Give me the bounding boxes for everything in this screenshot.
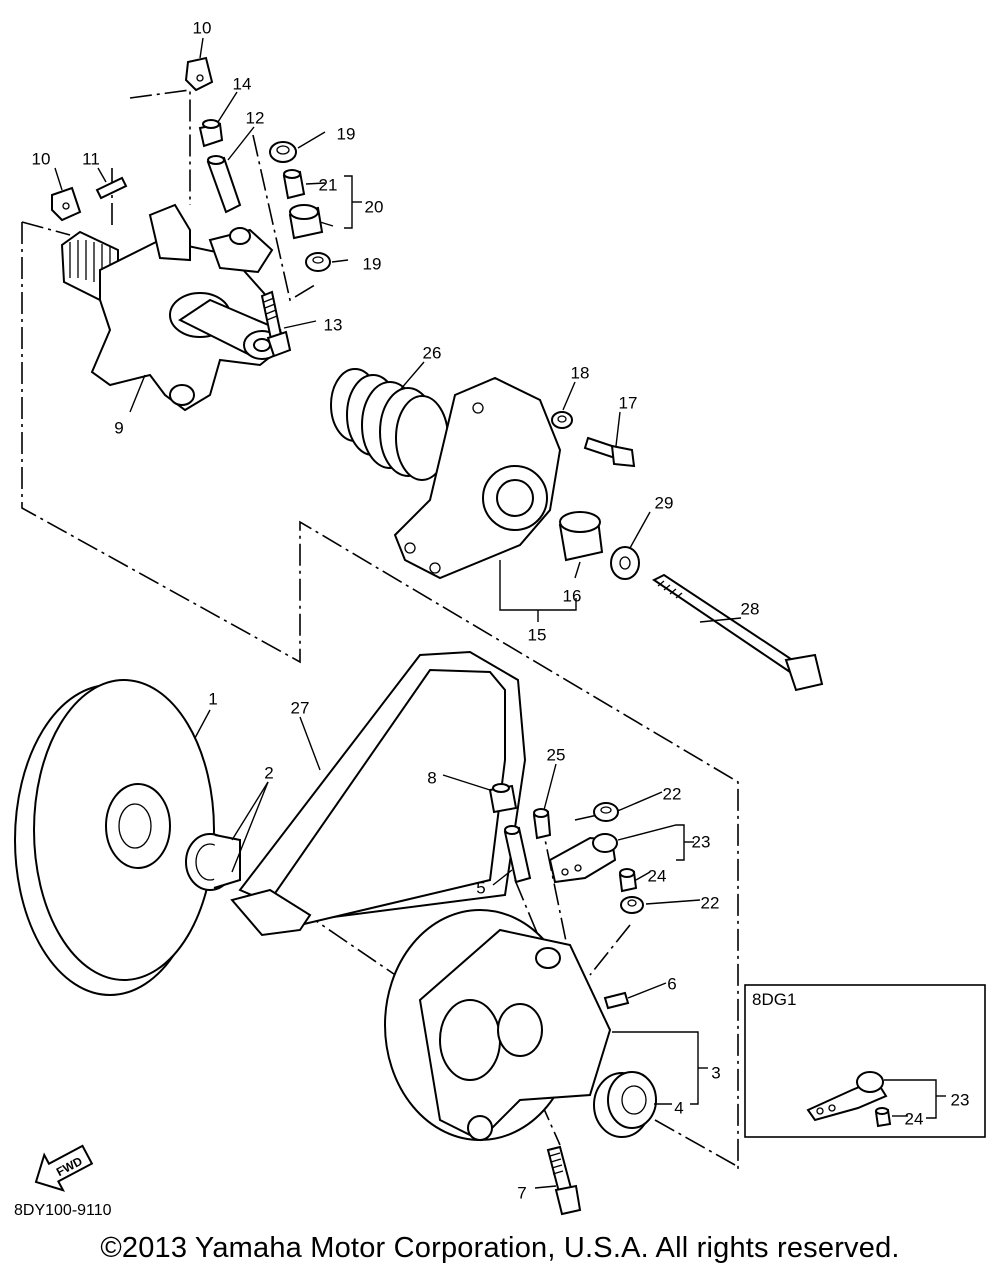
callout-19: 19	[363, 254, 382, 273]
collar-part-12	[206, 155, 242, 214]
spring-part-26	[330, 368, 449, 481]
pin-part-11	[95, 176, 128, 200]
nut-part-14	[198, 119, 224, 148]
callout-29: 29	[655, 493, 674, 512]
callout-24: 24	[905, 1109, 924, 1128]
callout-24: 24	[648, 866, 667, 885]
forward-arrow-icon: FWD	[34, 1144, 94, 1192]
callout-10: 10	[32, 149, 51, 168]
callout-15: 15	[528, 625, 547, 644]
collar-part-2	[185, 833, 241, 891]
callout-9: 9	[114, 418, 123, 437]
roller-part-24	[618, 868, 638, 893]
weight-arm-part-23	[548, 833, 618, 884]
callout-22: 22	[701, 893, 720, 912]
callout-14: 14	[233, 74, 252, 93]
callout-18: 18	[571, 363, 590, 382]
callout-7: 7	[517, 1183, 526, 1202]
screw-part-25	[532, 808, 552, 840]
bolt-part-13	[260, 290, 292, 358]
copyright-notice: ©2013 Yamaha Motor Corporation, U.S.A. A…	[100, 1232, 900, 1264]
callout-11: 11	[82, 149, 100, 168]
bushing-part-16	[558, 511, 604, 562]
washer-part-22-top	[593, 802, 619, 822]
callout-12: 12	[246, 108, 265, 127]
fixed-sheave-part-1	[14, 679, 215, 996]
callout-28: 28	[741, 599, 760, 618]
nut-part-8	[488, 783, 518, 814]
callout-2: 2	[264, 763, 273, 782]
weight-part-10-left	[51, 186, 82, 222]
callout-26: 26	[423, 343, 442, 362]
drive-belt-part-27	[230, 650, 527, 937]
bolt-part-17	[583, 436, 636, 468]
callout-21: 21	[319, 175, 338, 194]
weight-part-10-top	[184, 56, 214, 92]
callout-23: 23	[951, 1090, 970, 1109]
callout-22: 22	[663, 784, 682, 803]
collar-part-5	[503, 825, 532, 884]
assembly-guide-lines	[21, 89, 739, 1172]
washer-part-19-bottom	[305, 252, 331, 272]
washer-part-29	[610, 546, 640, 580]
bushing-part-20	[288, 204, 324, 240]
bushing-part-4	[593, 1071, 657, 1138]
spider-cover-part-15	[393, 376, 562, 580]
leader-lines	[54, 37, 946, 1189]
callout-4: 4	[674, 1098, 683, 1117]
inset-title: 8DG1	[752, 990, 796, 1009]
callout-5: 5	[476, 878, 485, 897]
movable-sheave-part-3	[384, 909, 612, 1142]
callout-25: 25	[547, 745, 566, 764]
washer-part-18	[551, 411, 573, 429]
callout-17: 17	[619, 393, 638, 412]
callout-16: 16	[563, 586, 582, 605]
bolt-part-7	[546, 1145, 582, 1216]
bolt-part-28	[652, 573, 824, 692]
callout-10: 10	[193, 18, 212, 37]
screw-part-6	[603, 991, 630, 1010]
inset-8DG1: 8DG1	[744, 984, 986, 1138]
callout-20: 20	[365, 197, 384, 216]
spider-hub-part-9	[60, 203, 287, 412]
callout-23: 23	[692, 832, 711, 851]
callout-13: 13	[324, 315, 343, 334]
washer-part-19-top	[269, 141, 297, 163]
callout-19: 19	[337, 124, 356, 143]
diagram-part-code: 8DY100-9110	[14, 1202, 112, 1219]
callout-27: 27	[291, 698, 310, 717]
callout-1: 1	[208, 689, 217, 708]
callout-8: 8	[427, 768, 436, 787]
washer-part-22-bottom	[620, 896, 644, 914]
bushing-part-21	[282, 169, 306, 200]
callout-3: 3	[711, 1063, 720, 1082]
callout-6: 6	[667, 974, 676, 993]
